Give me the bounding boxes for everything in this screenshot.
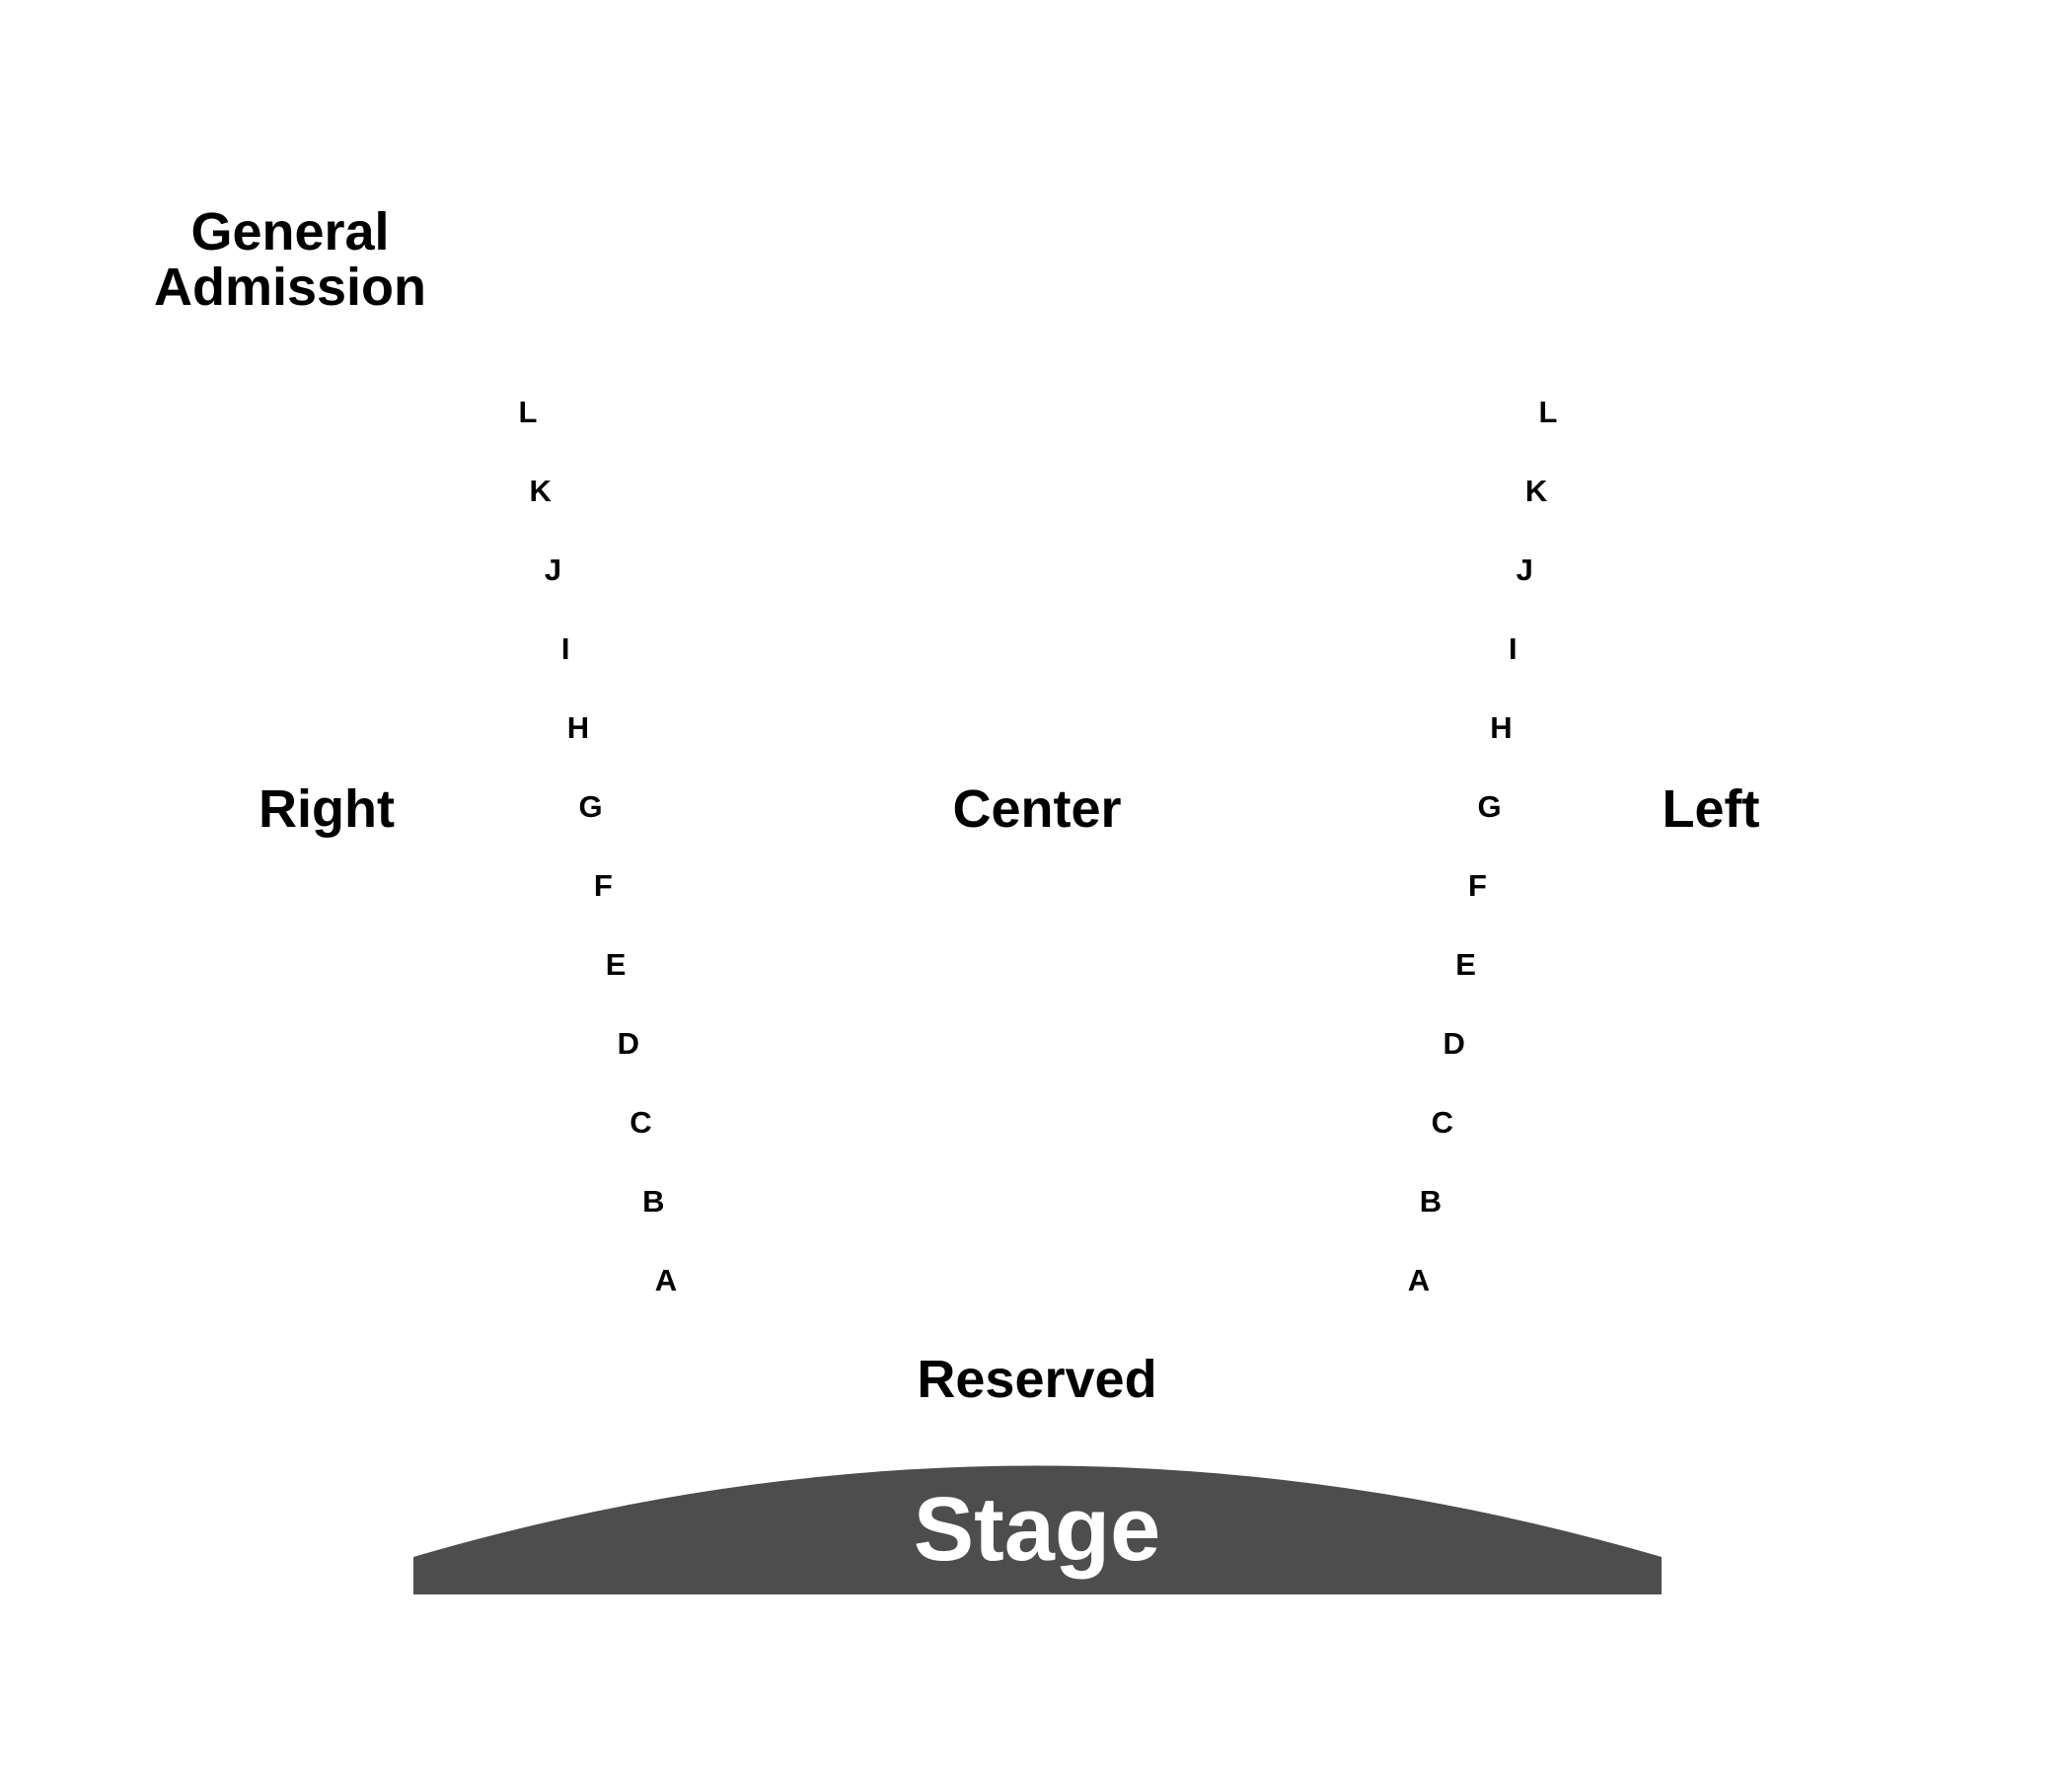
right-row-a-label: A [655,1263,677,1297]
left-row-d-label: D [1443,1026,1465,1061]
right-row-g-label: G [579,789,603,824]
left-section-label: Left [1663,779,1760,839]
right-row-f-label: F [594,868,613,903]
right-row-h-label: H [567,710,589,745]
reserved-label: Reserved [917,1350,1156,1409]
right-row-d-label: D [618,1026,639,1061]
left-row-j-label: J [1517,553,1533,587]
left-row-f-label: F [1468,868,1487,903]
left-aisle-row-labels: L K J I H G F E D C B A [1408,395,1558,1297]
general-admission-label-line2: Admission [154,258,426,317]
left-row-e-label: E [1455,947,1476,982]
left-row-g-label: G [1477,789,1501,824]
left-row-k-label: K [1525,474,1548,508]
center-section-label: Center [952,779,1121,839]
right-aisle-row-labels: L K J I H G F E D C B A [519,395,678,1297]
right-row-j-label: J [545,553,561,587]
left-row-b-label: B [1420,1184,1442,1219]
right-row-c-label: C [629,1105,651,1140]
right-row-l-label: L [519,395,538,429]
stage-label: Stage [914,1479,1161,1580]
right-row-k-label: K [530,474,553,508]
left-row-i-label: I [1509,631,1517,666]
right-row-b-label: B [642,1184,664,1219]
right-row-i-label: I [561,631,570,666]
general-admission-label-line1: General [190,202,389,261]
stage-shape [413,1465,1662,1594]
right-section-label: Right [259,779,395,839]
left-row-a-label: A [1408,1263,1430,1297]
left-row-l-label: L [1539,395,1558,429]
right-row-e-label: E [606,947,627,982]
left-row-c-label: C [1432,1105,1453,1140]
left-row-h-label: H [1490,710,1512,745]
